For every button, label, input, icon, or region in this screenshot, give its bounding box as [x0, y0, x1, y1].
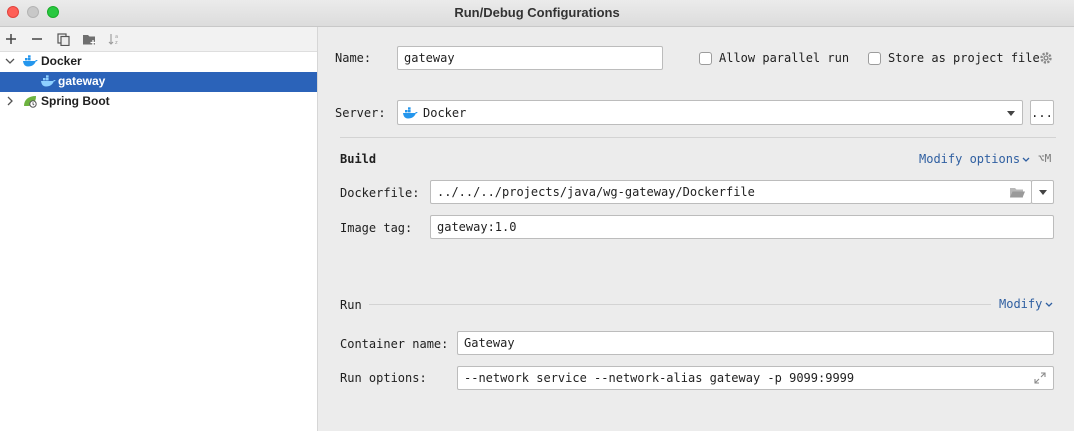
svg-text:a: a: [115, 34, 118, 40]
server-label: Server:: [335, 106, 386, 120]
run-options-label: Run options:: [340, 371, 427, 385]
server-more-label: ...: [1031, 105, 1053, 120]
modify-run-link[interactable]: Modify: [999, 297, 1043, 311]
image-tag-input-value: gateway:1.0: [437, 220, 517, 234]
container-name-label: Container name:: [340, 337, 449, 351]
copy-icon[interactable]: [54, 30, 72, 48]
tree-toolbar: [0, 27, 317, 52]
maximize-window-button[interactable]: [47, 6, 59, 18]
window-title: Run/Debug Configurations: [454, 5, 620, 20]
title-bar: [0, 0, 1074, 27]
config-tree-panel: [0, 27, 318, 431]
run-separator: [369, 304, 991, 305]
dockerfile-input-value: ../../../projects/java/wg-gateway/Docker…: [437, 185, 755, 199]
spring-boot-icon: [22, 94, 38, 108]
dockerfile-label: Dockerfile:: [340, 186, 420, 200]
allow-parallel-run-checkbox[interactable]: [699, 52, 712, 65]
allow-parallel-run-label[interactable]: Allow parallel run: [719, 51, 850, 65]
expand-icon[interactable]: [1033, 371, 1047, 385]
chevron-down-icon: [1007, 111, 1015, 116]
name-input-value: gateway: [404, 51, 455, 65]
new-folder-icon[interactable]: [80, 30, 98, 48]
tree-label-docker: Docker: [41, 54, 82, 68]
run-section-title: Run: [340, 298, 362, 312]
store-as-project-file-checkbox[interactable]: [868, 52, 881, 65]
folder-icon[interactable]: [1009, 185, 1025, 199]
separator: [340, 137, 1056, 138]
tree-item-spring-boot[interactable]: Spring Boot: [0, 92, 317, 112]
chevron-down-icon[interactable]: [1044, 299, 1054, 309]
run-options-input[interactable]: --network service --network-alias gatewa…: [457, 366, 1054, 390]
dockerfile-input[interactable]: ../../../projects/java/wg-gateway/Docker…: [430, 180, 1032, 204]
build-section-title: Build: [340, 152, 377, 166]
modify-options-link[interactable]: Modify options: [919, 152, 1021, 166]
docker-icon: [402, 106, 418, 120]
image-tag-input[interactable]: gateway:1.0: [430, 215, 1054, 239]
store-as-project-file-label[interactable]: Store as project file: [888, 51, 1040, 65]
svg-text:z: z: [115, 40, 118, 46]
name-label: Name:: [335, 51, 372, 65]
tree-label-gateway: gateway: [58, 74, 106, 88]
name-input[interactable]: gateway: [397, 46, 663, 70]
server-select[interactable]: Docker: [397, 100, 1023, 125]
server-select-value: Docker: [423, 105, 467, 120]
plus-icon[interactable]: [2, 30, 20, 48]
chevron-down-icon[interactable]: [4, 55, 16, 67]
tree-item-gateway[interactable]: gateway: [0, 72, 317, 92]
tree-label-spring-boot: Spring Boot: [41, 94, 110, 108]
docker-icon: [40, 74, 56, 88]
close-window-button[interactable]: [7, 6, 19, 18]
minus-icon[interactable]: [28, 30, 46, 48]
chevron-down-icon[interactable]: [1021, 154, 1031, 164]
gear-icon[interactable]: [1039, 51, 1053, 65]
modify-options-shortcut: ⌥M: [1038, 152, 1052, 165]
container-name-input-value: Gateway: [464, 336, 515, 350]
minimize-window-button[interactable]: [27, 6, 39, 18]
image-tag-label: Image tag:: [340, 221, 413, 235]
chevron-down-icon: [1038, 189, 1047, 195]
container-name-input[interactable]: Gateway: [457, 331, 1054, 355]
docker-icon: [22, 54, 38, 68]
dockerfile-dropdown-button[interactable]: [1031, 180, 1054, 204]
run-options-input-value: --network service --network-alias gatewa…: [464, 371, 855, 385]
tree-item-docker[interactable]: Docker: [0, 52, 317, 72]
server-more-button[interactable]: ...: [1030, 100, 1054, 125]
chevron-right-icon[interactable]: [4, 95, 16, 107]
